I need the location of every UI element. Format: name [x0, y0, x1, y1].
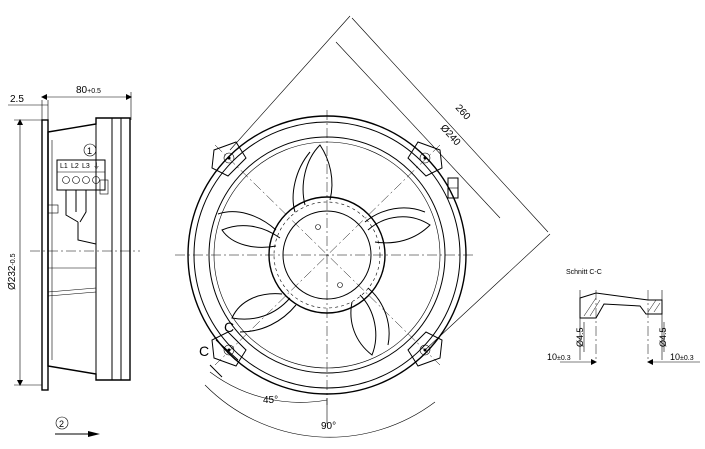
angle-text-90: 90° — [321, 421, 336, 432]
dim-line-260 — [351, 17, 549, 233]
terminal-wires — [65, 190, 97, 223]
fan-blades — [217, 144, 431, 356]
terminal-label-l1: L1 — [60, 163, 68, 170]
dim-text-2-5: 2.5 — [10, 94, 24, 105]
callout-2-text: 2 — [59, 419, 64, 429]
flange-plate — [41, 119, 49, 391]
outer-ring — [187, 115, 467, 395]
housing-outline — [47, 117, 131, 381]
dim-text-hole-left: Ø4.5 — [575, 327, 585, 347]
section-view: Schnitt C-C Ø4.5 Ø4.5 10±0.3 10±0.3 — [547, 269, 700, 365]
terminal-label-l2: L2 — [71, 163, 79, 170]
mounting-lugs — [211, 141, 443, 367]
terminal-label-l3: L3 — [82, 163, 90, 170]
section-title: Schnitt C-C — [566, 269, 602, 276]
section-mark-c-upper: C — [224, 319, 234, 335]
angle-arc-90 — [204, 384, 436, 438]
dim-line-240 — [335, 41, 501, 219]
callout-1-circle — [83, 143, 97, 157]
terminal-label-ground: ⏚ — [93, 162, 100, 170]
callout-1-text: 1 — [87, 146, 92, 156]
dim-text-depth: 80+0.5 — [76, 85, 101, 96]
dim-text-flange-left: 10±0.3 — [547, 352, 571, 362]
side-view: 2.5 80+0.5 L1 L2 L3 ⏚ — [7, 85, 140, 437]
angle-text-45: 45° — [263, 395, 278, 406]
section-mark-c-lower: C — [199, 343, 209, 359]
angle-arc-45 — [209, 371, 328, 403]
dim-text-flange-right: 10±0.3 — [670, 352, 694, 362]
inner-ring — [208, 136, 446, 374]
front-view: 260 Ø240 C C 45° 90° — [175, 15, 551, 438]
rotor-hub — [268, 196, 386, 314]
dim-text-hole-right: Ø4.5 — [658, 327, 668, 347]
callout-2-circle — [55, 416, 69, 430]
terminal-screws — [62, 176, 100, 184]
dim-text-260: 260 — [453, 103, 473, 123]
terminal-block — [56, 159, 106, 191]
section-profile — [579, 292, 663, 319]
dim-text-diameter: Ø232-0.5 — [7, 253, 18, 290]
dim-text-240: Ø240 — [438, 123, 463, 149]
